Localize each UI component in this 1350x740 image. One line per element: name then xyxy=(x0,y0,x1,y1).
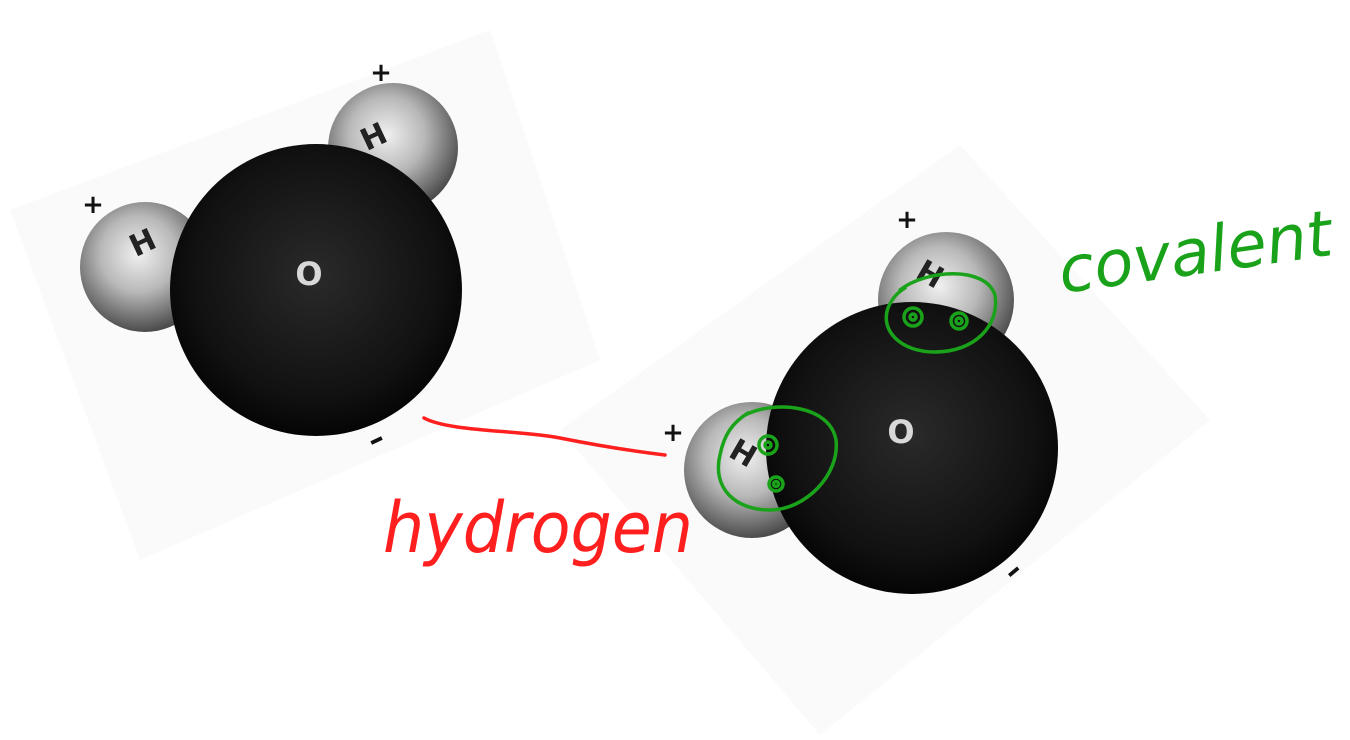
electron-dot xyxy=(949,311,969,331)
positive-charge: + xyxy=(82,190,104,220)
covalent-loop-left xyxy=(716,405,838,512)
water-molecule-right: H H O + + – xyxy=(662,205,1058,594)
oxygen-label: O xyxy=(887,413,914,451)
electron-dot xyxy=(771,479,781,489)
hydrogen-bond-label: hydrogen xyxy=(383,487,693,569)
positive-charge: + xyxy=(662,418,684,448)
oxygen-atom-left: O xyxy=(170,144,462,436)
electron-dot xyxy=(767,475,785,493)
electron-dot xyxy=(908,312,918,322)
water-molecule-left: H H O + + – xyxy=(80,58,462,458)
covalent-bond-annotation xyxy=(716,272,998,512)
electron-dot xyxy=(954,316,964,326)
electron-dot xyxy=(757,434,779,456)
hydrogen-bond-line xyxy=(422,416,667,457)
positive-charge: + xyxy=(370,58,392,88)
covalent-loop-top xyxy=(884,272,998,354)
electron-dot xyxy=(902,306,924,328)
electron-dot xyxy=(763,440,773,450)
oxygen-atom-right: O xyxy=(766,302,1058,594)
positive-charge: + xyxy=(896,205,918,235)
covalent-bond-label: covalent xyxy=(1054,197,1340,309)
oxygen-label: O xyxy=(295,255,322,293)
